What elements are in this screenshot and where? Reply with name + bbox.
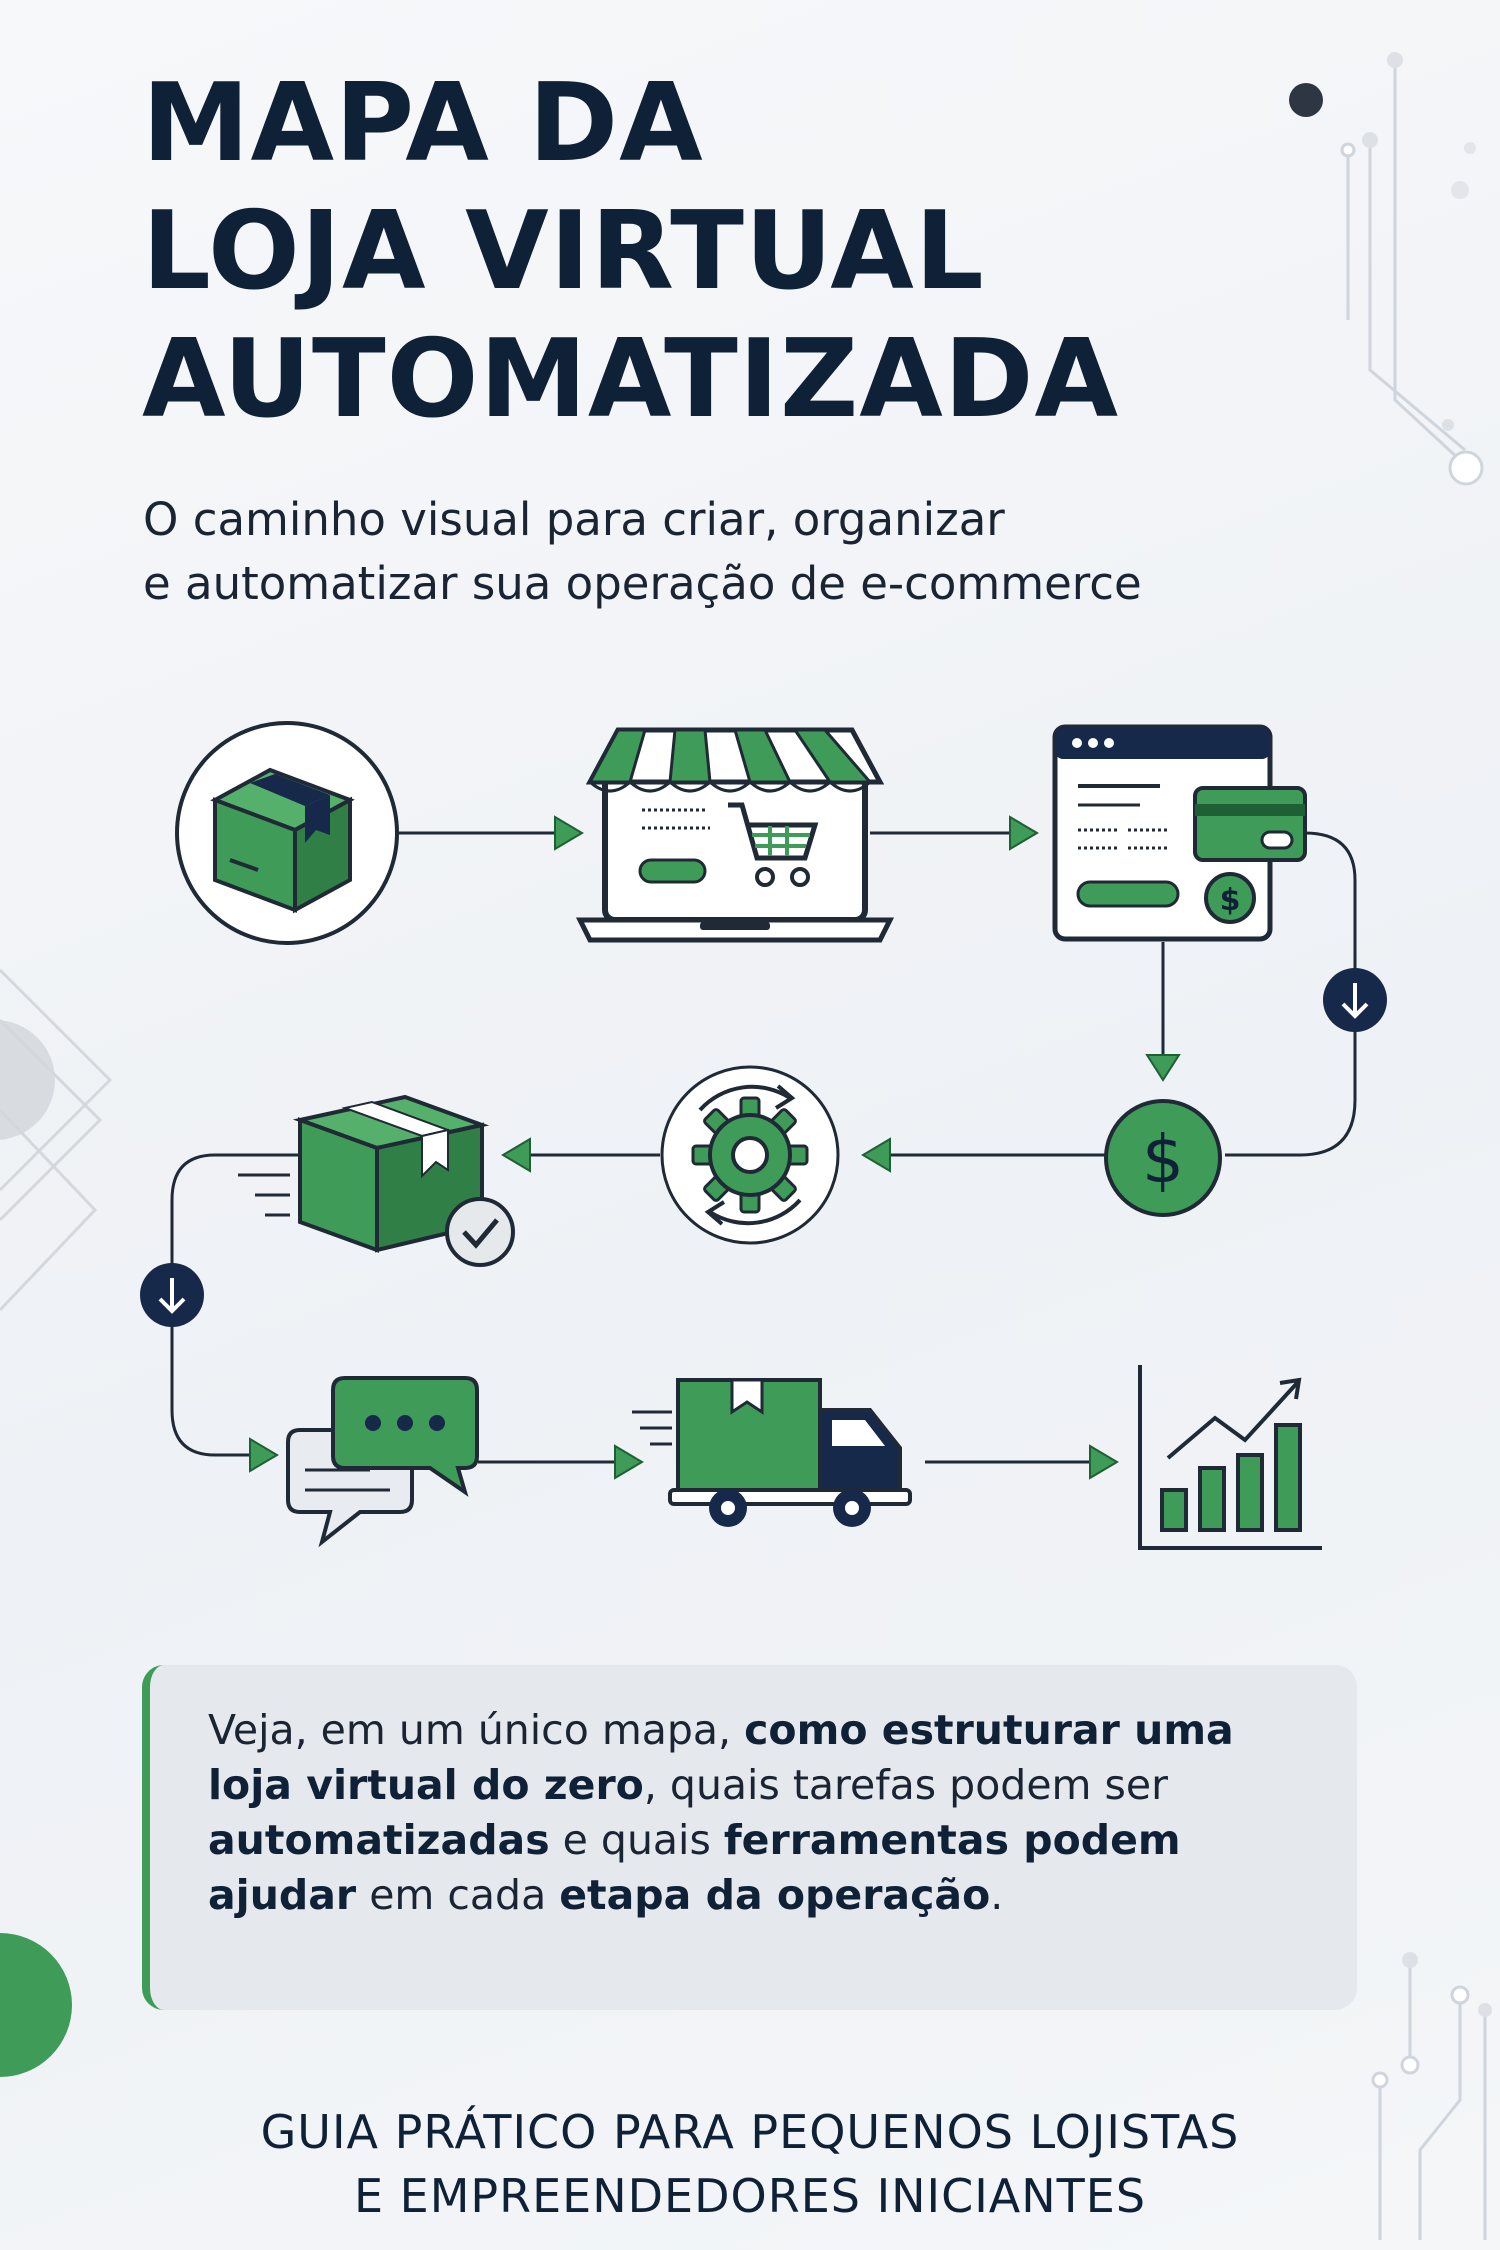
title-line-3: AUTOMATIZADA [142, 317, 1120, 442]
callout-highlight: como estruturar uma loja virtual do zero [208, 1706, 1234, 1809]
subtitle: O caminho visual para criar, organizar e… [143, 488, 1373, 616]
callout-segment: , quais tarefas podem ser [643, 1761, 1168, 1809]
footer-line-2: E EMPREENDEDORES INICIANTES [353, 2169, 1147, 2223]
subtitle-line-1: O caminho visual para criar, organizar [143, 493, 1005, 546]
arrow-head-2 [1009, 815, 1039, 851]
arrow-head-7 [614, 1444, 644, 1480]
green-circle-decoration [0, 1933, 72, 2077]
packed-box-check-icon [238, 1094, 515, 1267]
svg-text:$: $ [1220, 883, 1241, 918]
callout-segment: . [990, 1871, 1004, 1919]
callout-text: Veja, em um único mapa, como estruturar … [208, 1703, 1318, 1923]
dollar-coin-icon: $ [1104, 1099, 1222, 1217]
arrow-head-3 [1145, 1054, 1181, 1082]
circuit-decoration-bottom [1371, 1952, 1492, 2240]
arrow-head-1 [554, 815, 584, 851]
callout-segment: Veja, em um único mapa, [208, 1706, 745, 1754]
circuit-decoration-top [1289, 52, 1484, 486]
callout-segment: e quais [549, 1816, 724, 1864]
callout-highlight: etapa da operação [559, 1871, 991, 1919]
callout-box: Veja, em um único mapa, como estruturar … [142, 1665, 1357, 2010]
flow-connectors [170, 831, 1357, 1464]
chat-bubbles-icon [286, 1376, 479, 1548]
page-title: MAPA DA LOJA VIRTUAL AUTOMATIZADA [142, 60, 1342, 444]
arrow-head-8 [1089, 1444, 1119, 1480]
subtitle-line-2: e automatizar sua operação de e-commerce [143, 557, 1142, 610]
down-arrow-badge-left [140, 1263, 204, 1327]
title-line-1: MAPA DA [142, 61, 704, 186]
geometric-decoration-left [0, 968, 113, 1312]
down-arrow-badge-right [1323, 968, 1387, 1032]
checkout-payment-icon: $ [1052, 724, 1307, 942]
growth-chart-icon [1138, 1365, 1322, 1550]
arrow-head-4 [861, 1137, 891, 1173]
footer-line-1: GUIA PRÁTICO PARA PEQUENOS LOJISTAS [260, 2105, 1240, 2159]
title-line-2: LOJA VIRTUAL [142, 189, 985, 314]
arrow-head-5 [501, 1137, 531, 1173]
automation-gear-icon [660, 1065, 840, 1245]
storefront-laptop-icon [575, 727, 895, 943]
footer-tagline: GUIA PRÁTICO PARA PEQUENOS LOJISTAS E EM… [0, 2100, 1500, 2228]
package-box-icon [175, 721, 399, 945]
callout-segment: em cada [356, 1871, 560, 1919]
callout-highlight: automatizadas [208, 1816, 550, 1864]
callout-highlight: ferramentas podem ajudar [208, 1816, 1181, 1919]
svg-text:$: $ [1142, 1121, 1184, 1198]
arrow-head-6 [249, 1437, 279, 1473]
flow-diagram: $ $ [140, 721, 1387, 1550]
delivery-truck-icon [632, 1378, 912, 1527]
